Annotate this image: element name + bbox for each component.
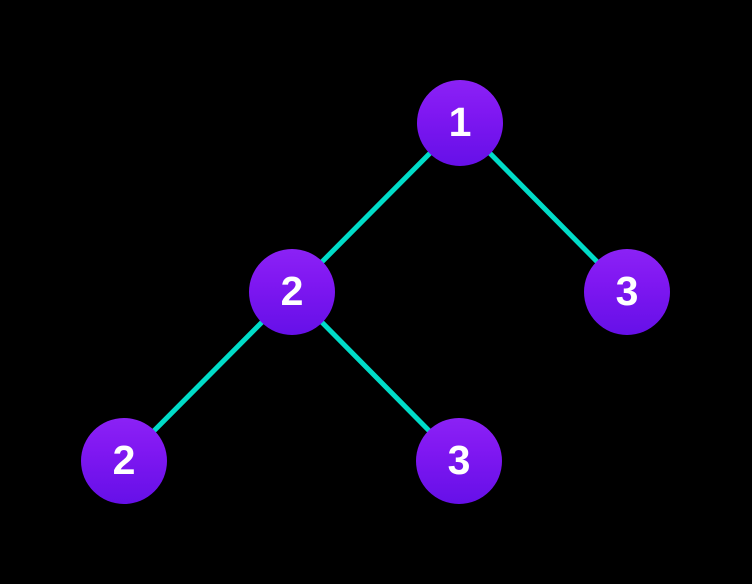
- tree-node-label: 2: [280, 267, 304, 314]
- tree-node-label: 3: [447, 436, 471, 483]
- tree-node[interactable]: 1: [417, 80, 503, 166]
- tree-node-label: 2: [112, 436, 136, 483]
- tree-node-label: 3: [615, 267, 639, 314]
- tree-node[interactable]: 3: [416, 418, 502, 504]
- tree-node[interactable]: 2: [249, 249, 335, 335]
- tree-node[interactable]: 2: [81, 418, 167, 504]
- tree-node-label: 1: [448, 98, 472, 145]
- tree-node[interactable]: 3: [584, 249, 670, 335]
